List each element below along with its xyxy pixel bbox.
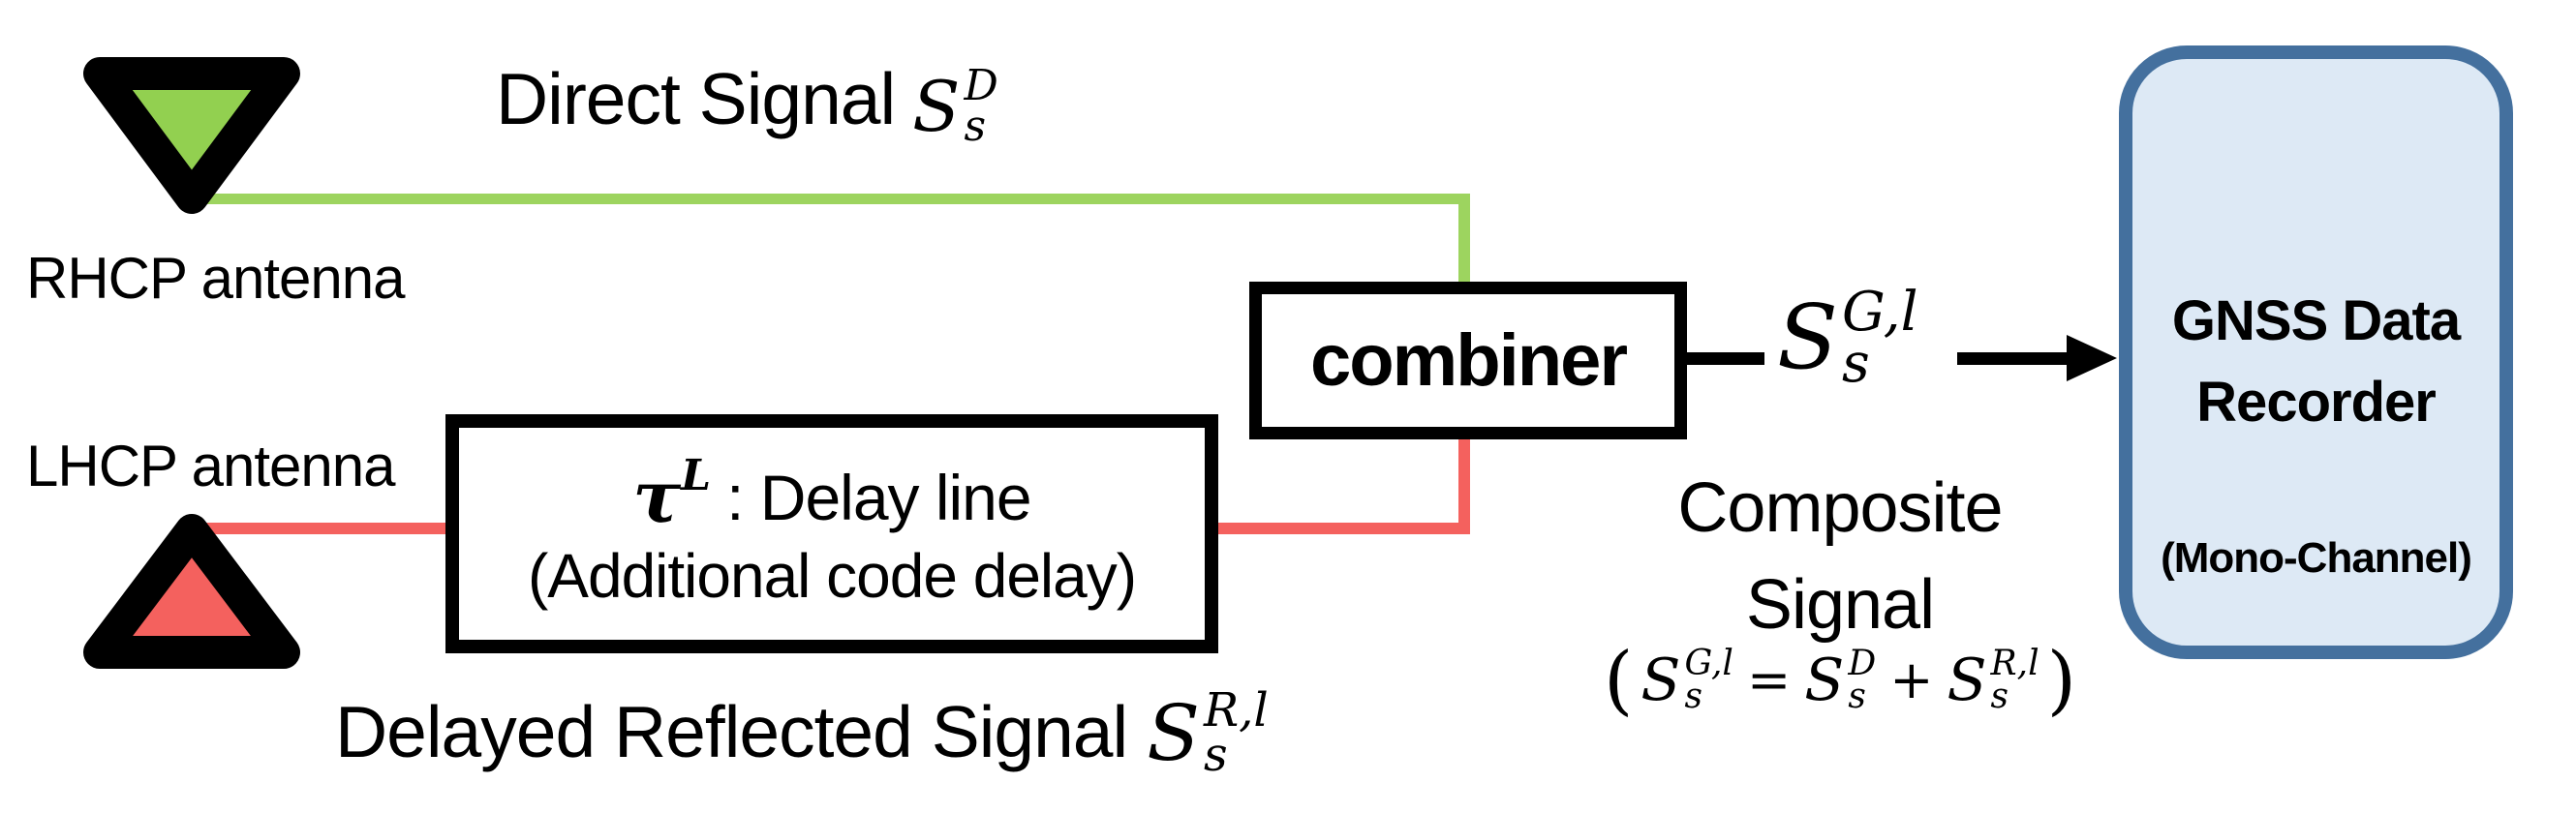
- gnss-recorder-title: GNSS Data Recorder: [2132, 281, 2499, 443]
- delay-line-label: : Delay line: [726, 461, 1031, 533]
- gnss-data-recorder-block: GNSS Data Recorder (Mono-Channel): [2119, 45, 2513, 659]
- delayed-reflected-signal-label: Delayed Reflected Signal S R,l s: [335, 678, 1269, 786]
- gnss-recorder-subtitle: (Mono-Channel): [2161, 534, 2472, 582]
- delay-line-block: τ L : Delay line (Additional code delay): [445, 414, 1218, 653]
- direct-signal-text: Direct Signal: [496, 58, 896, 139]
- lhcp-antenna-icon: [83, 514, 300, 669]
- composite-signal-label-line2: Signal: [1745, 566, 1935, 644]
- gnss-recorder-title-line2: Recorder: [2196, 371, 2437, 434]
- tau-superscript: L: [681, 450, 712, 500]
- delayed-reflected-signal-symbol: S R,l s: [1147, 683, 1269, 782]
- delay-line-title: τ L : Delay line: [632, 454, 1031, 539]
- reflected-signal-line-vertical: [1458, 437, 1470, 534]
- combiner-label: combiner: [1309, 319, 1628, 402]
- lhcp-antenna-label: LHCP antenna: [26, 434, 396, 498]
- rhcp-antenna-label: RHCP antenna: [26, 246, 405, 311]
- formula-reflected-symbol: S R,l s: [1947, 643, 2039, 716]
- direct-signal-symbol: S D s: [912, 61, 998, 151]
- direct-signal-line-horizontal: [190, 194, 1470, 204]
- arrow-shaft: [1957, 352, 2071, 365]
- direct-signal-label: Direct Signal S D s: [496, 50, 998, 147]
- composite-signal-symbol: S G,l s: [1777, 281, 1918, 396]
- direct-signal-line-vertical: [1458, 194, 1470, 284]
- composite-signal-formula: ( S G,l s = S D s + S R,l s ): [1603, 637, 2077, 724]
- delayed-reflected-signal-text: Delayed Reflected Signal: [335, 691, 1128, 772]
- tau-symbol: τ: [632, 455, 682, 539]
- rhcp-antenna-icon: [83, 57, 300, 214]
- delay-line-sublabel: (Additional code delay): [527, 540, 1137, 611]
- composite-signal-label-line1: Composite: [1677, 469, 2003, 547]
- arrow-right-icon: [2067, 335, 2117, 381]
- composite-signal-label: Composite Signal: [1608, 460, 2072, 653]
- formula-direct-symbol: S D s: [1804, 643, 1877, 716]
- combiner-block: combiner: [1249, 282, 1687, 439]
- formula-lhs-symbol: S G,l s: [1641, 643, 1733, 716]
- combiner-output-line: [1687, 352, 1764, 365]
- reflected-signal-line-delay-to-combiner: [1218, 523, 1470, 534]
- gnss-recorder-title-line1: GNSS Data: [2171, 289, 2461, 352]
- reflected-signal-line-antenna-to-delay: [190, 523, 445, 534]
